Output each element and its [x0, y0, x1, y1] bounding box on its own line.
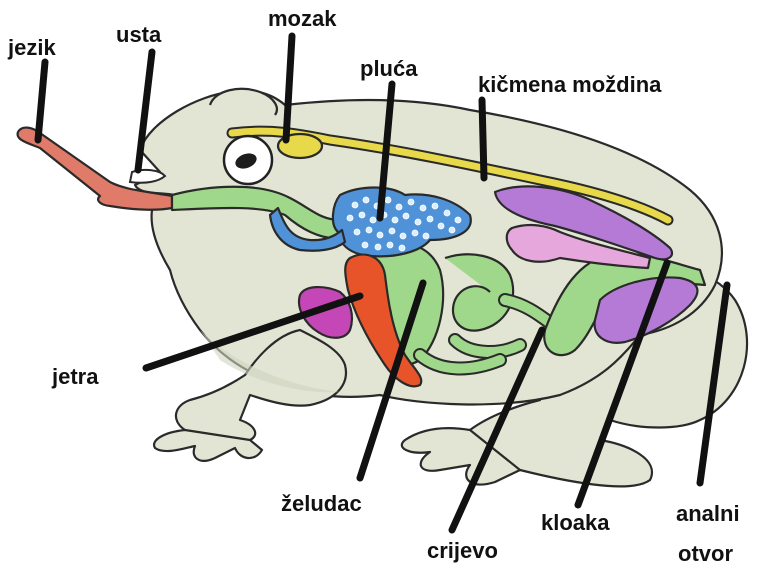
label-jetra: jetra — [51, 364, 99, 389]
label-otvor: otvor — [678, 541, 733, 566]
label-zeludac: želudac — [281, 491, 362, 516]
label-mozak: mozak — [268, 6, 337, 31]
leader-jezik — [38, 62, 45, 140]
label-kicmena-mozdina: kičmena moždina — [478, 72, 662, 97]
label-jezik: jezik — [7, 35, 56, 60]
eye — [224, 136, 272, 184]
label-pluca: pluća — [360, 56, 418, 81]
label-kloaka: kloaka — [541, 510, 610, 535]
label-crijevo: crijevo — [427, 538, 498, 563]
label-usta: usta — [116, 22, 162, 47]
label-analni: analni — [676, 501, 740, 526]
leader-kicmena — [482, 100, 484, 178]
